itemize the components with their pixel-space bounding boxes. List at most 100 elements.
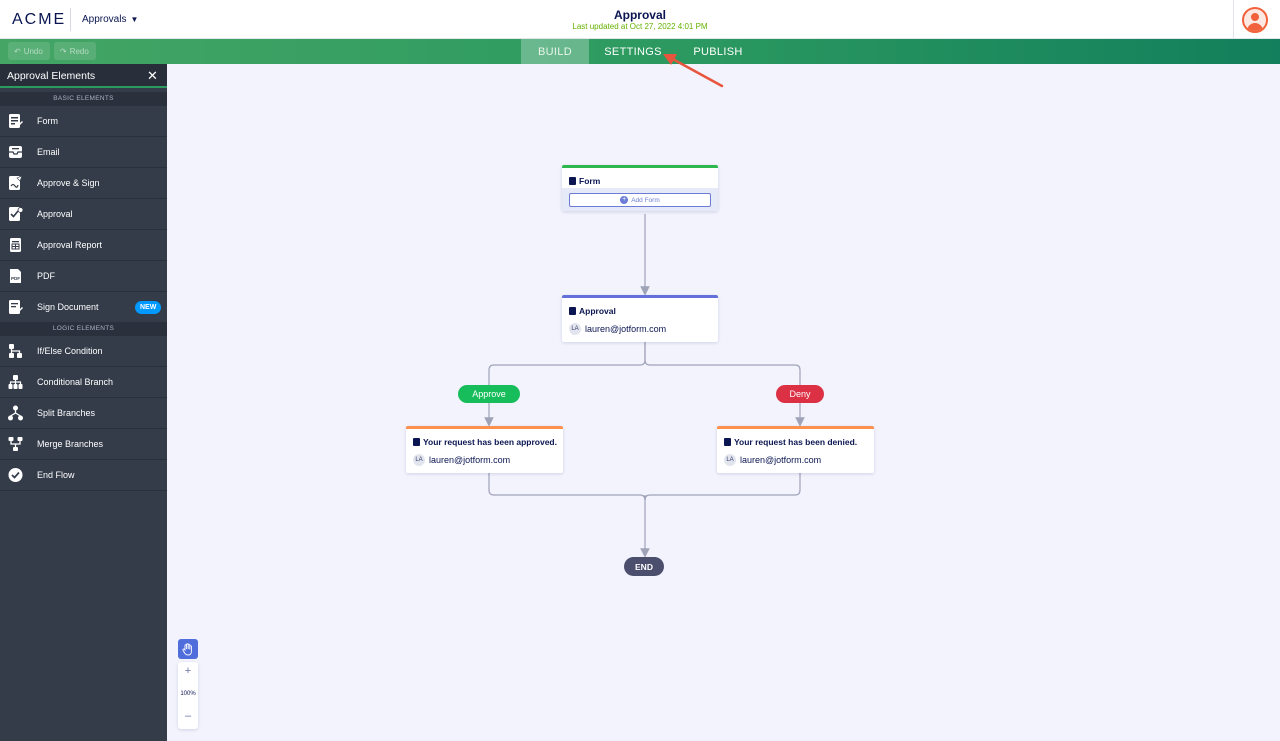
add-form-button[interactable]: + Add Form [569, 193, 711, 207]
undo-label: Undo [23, 46, 43, 56]
zoom-in-button[interactable]: + [184, 665, 192, 677]
basic-elements-heading: BASIC ELEMENTS [0, 92, 167, 106]
approve-sign-icon [9, 175, 23, 190]
sidebar-item-label: PDF [37, 271, 55, 281]
hand-icon [182, 642, 192, 655]
approval-icon [569, 307, 576, 315]
undo-icon: ↶ [14, 46, 21, 56]
sidebar-item-approval[interactable]: Approval [0, 199, 167, 230]
sidebar-item-approve-sign[interactable]: Approve & Sign [0, 168, 167, 199]
denied-email-node[interactable]: Your request has been denied. LA lauren@… [717, 426, 874, 473]
pdf-icon: PDF [10, 269, 21, 283]
sidebar-item-label: Sign Document [37, 302, 99, 312]
sidebar-item-email[interactable]: Email [0, 137, 167, 168]
email-icon [9, 146, 22, 158]
sign-document-icon [9, 300, 23, 314]
sidebar-item-label: Merge Branches [37, 439, 104, 449]
annotation-arrow-icon [663, 54, 724, 88]
form-icon [9, 114, 23, 128]
redo-icon: ↷ [60, 46, 67, 56]
approval-icon [9, 207, 23, 221]
denied-node-bar [717, 426, 874, 429]
header-divider [70, 8, 71, 31]
tab-publish[interactable]: PUBLISH [693, 45, 743, 58]
approvals-menu[interactable]: Approvals ▼ [82, 14, 138, 25]
connector-denied-merge [644, 473, 801, 501]
chevron-down-icon: ▼ [130, 15, 139, 24]
approval-elements-sidebar: Approval Elements ✕ BASIC ELEMENTS Form … [0, 64, 167, 741]
denied-recipient: LA lauren@jotform.com [724, 454, 821, 466]
approved-email-node[interactable]: Your request has been approved. LA laure… [406, 426, 563, 473]
connector-approval-approve [488, 342, 646, 385]
pan-hand-button[interactable] [178, 639, 198, 659]
svg-text:PDF: PDF [11, 276, 20, 281]
last-updated-text: Last updated at Oct 27, 2022 4:01 PM [572, 22, 708, 31]
denied-node-title: Your request has been denied. [734, 437, 858, 447]
sidebar-item-conditional-branch[interactable]: Conditional Branch [0, 367, 167, 398]
form-node[interactable]: Form + Add Form [562, 165, 718, 211]
new-badge: NEW [135, 301, 162, 314]
sidebar-item-end-flow[interactable]: End Flow [0, 460, 167, 491]
undo-button[interactable]: ↶ Undo [8, 42, 50, 60]
acme-logo[interactable]: ACME [12, 11, 67, 28]
end-node[interactable]: END [624, 557, 664, 576]
denied-node-title-row: Your request has been denied. [724, 437, 857, 447]
email-icon [413, 438, 420, 446]
form-node-title-row: Form [569, 176, 600, 186]
connector-approved-merge [488, 473, 646, 501]
tab-build[interactable]: BUILD [521, 39, 589, 64]
sidebar-header: Approval Elements ✕ [0, 64, 167, 88]
flow-canvas[interactable]: Form + Add Form Approval LA lauren@jotfo… [167, 64, 1280, 741]
page-title: Approval [613, 8, 666, 22]
sidebar-item-label: Form [37, 116, 58, 126]
recipient-email: lauren@jotform.com [740, 455, 822, 465]
approval-node-title-row: Approval [569, 306, 616, 316]
sidebar-item-label: Approval [37, 209, 73, 219]
sidebar-item-split-branches[interactable]: Split Branches [0, 398, 167, 429]
recipient-initials: LA [724, 454, 736, 466]
sidebar-item-sign-document[interactable]: Sign Document NEW [0, 292, 167, 323]
redo-label: Redo [69, 46, 89, 56]
top-header: ACME Approvals ▼ Approval Last updated a… [0, 0, 1280, 39]
approved-node-title: Your request has been approved. [423, 437, 557, 447]
approve-branch-label[interactable]: Approve [458, 385, 520, 403]
sidebar-title: Approval Elements [7, 70, 96, 82]
sidebar-item-form[interactable]: Form [0, 106, 167, 137]
sidebar-item-label: Approve & Sign [37, 178, 100, 188]
sidebar-item-label: Split Branches [37, 408, 96, 418]
approval-node[interactable]: Approval LA lauren@jotform.com [562, 295, 718, 342]
close-icon[interactable]: ✕ [147, 68, 158, 83]
if-else-icon [9, 344, 22, 358]
assignee-initials: LA [569, 323, 581, 335]
zoom-out-button[interactable]: – [184, 710, 192, 722]
sidebar-item-label: Email [37, 147, 60, 157]
end-flow-icon [8, 468, 23, 482]
sidebar-item-merge-branches[interactable]: Merge Branches [0, 429, 167, 460]
user-avatar[interactable] [1242, 7, 1268, 33]
zoom-controls: + 100% – [178, 662, 198, 729]
builder-navbar: ↶ Undo ↷ Redo BUILD SETTINGS PUBLISH [0, 39, 1280, 64]
avatar-body-icon [1247, 23, 1263, 31]
email-icon [724, 438, 731, 446]
recipient-email: lauren@jotform.com [429, 455, 511, 465]
approved-node-title-row: Your request has been approved. [413, 437, 557, 447]
deny-branch-label[interactable]: Deny [776, 385, 824, 403]
sidebar-item-if-else[interactable]: If/Else Condition [0, 336, 167, 367]
flow-connectors [484, 214, 805, 558]
approval-node-title: Approval [579, 306, 616, 316]
split-branches-icon [8, 405, 23, 421]
sidebar-item-pdf[interactable]: PDF PDF [0, 261, 167, 292]
form-icon [569, 177, 576, 185]
sidebar-item-label: Approval Report [37, 240, 103, 250]
sidebar-item-approval-report[interactable]: Approval Report [0, 230, 167, 261]
zoom-level: 100% [180, 691, 196, 697]
form-node-bar [562, 165, 718, 168]
sidebar-item-label: If/Else Condition [37, 346, 103, 356]
report-icon [10, 238, 21, 252]
redo-button[interactable]: ↷ Redo [54, 42, 96, 60]
recipient-initials: LA [413, 454, 425, 466]
logic-elements-heading: LOGIC ELEMENTS [0, 322, 167, 336]
conditional-branch-icon [8, 375, 23, 389]
tab-settings[interactable]: SETTINGS [604, 45, 662, 58]
sidebar-item-label: End Flow [37, 470, 75, 480]
